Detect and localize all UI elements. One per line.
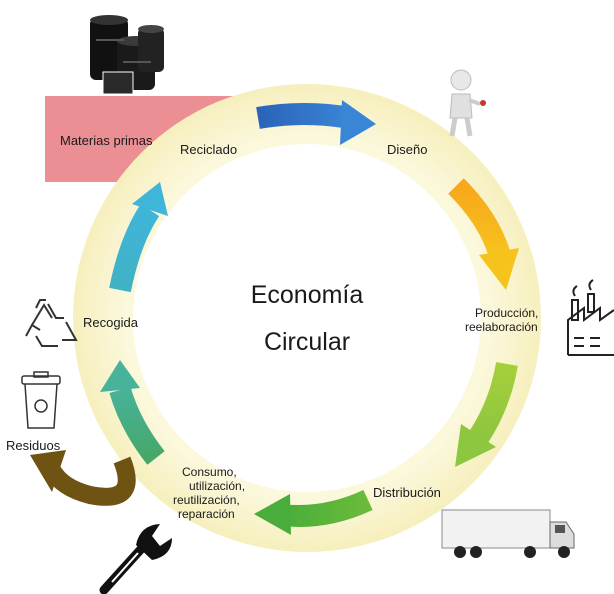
wrench-icon (99, 524, 172, 594)
title-line-1: Economía (251, 281, 364, 309)
barrels-icon (90, 15, 164, 95)
stage-consumo-2: utilización, (189, 479, 245, 493)
cycle-inner (133, 144, 481, 492)
arrow-distribucion-consumo (254, 489, 373, 535)
recycle-icon (25, 299, 78, 347)
stage-consumo-3: reutilización, (173, 493, 240, 507)
arrow-diseno-produccion (448, 178, 519, 290)
trash-bin-icon (21, 371, 61, 429)
figure-icon (449, 69, 486, 137)
stage-produccion-2: reelaboración (465, 320, 538, 334)
truck-icon (441, 509, 575, 558)
arrow-to-residuos (30, 450, 136, 506)
materias-primas-label: Materias primas (60, 133, 153, 148)
stage-reciclado: Reciclado (180, 142, 237, 157)
stage-consumo-4: reparación (178, 507, 235, 521)
residuos-label: Residuos (6, 438, 61, 453)
arrow-produccion-distribucion (455, 361, 518, 467)
arrow-recogida-reciclado (109, 182, 168, 293)
stage-consumo-1: Consumo, (182, 465, 237, 479)
arrow-consumo-recogida (100, 360, 165, 465)
stage-diseno: Diseño (387, 142, 427, 157)
arrow-reciclado-diseno (256, 100, 376, 145)
stage-produccion-1: Producción, (475, 306, 538, 320)
stage-distribucion: Distribución (373, 485, 441, 500)
factory-icon (567, 279, 614, 356)
title-line-2: Circular (264, 328, 350, 356)
stage-recogida: Recogida (83, 315, 139, 330)
